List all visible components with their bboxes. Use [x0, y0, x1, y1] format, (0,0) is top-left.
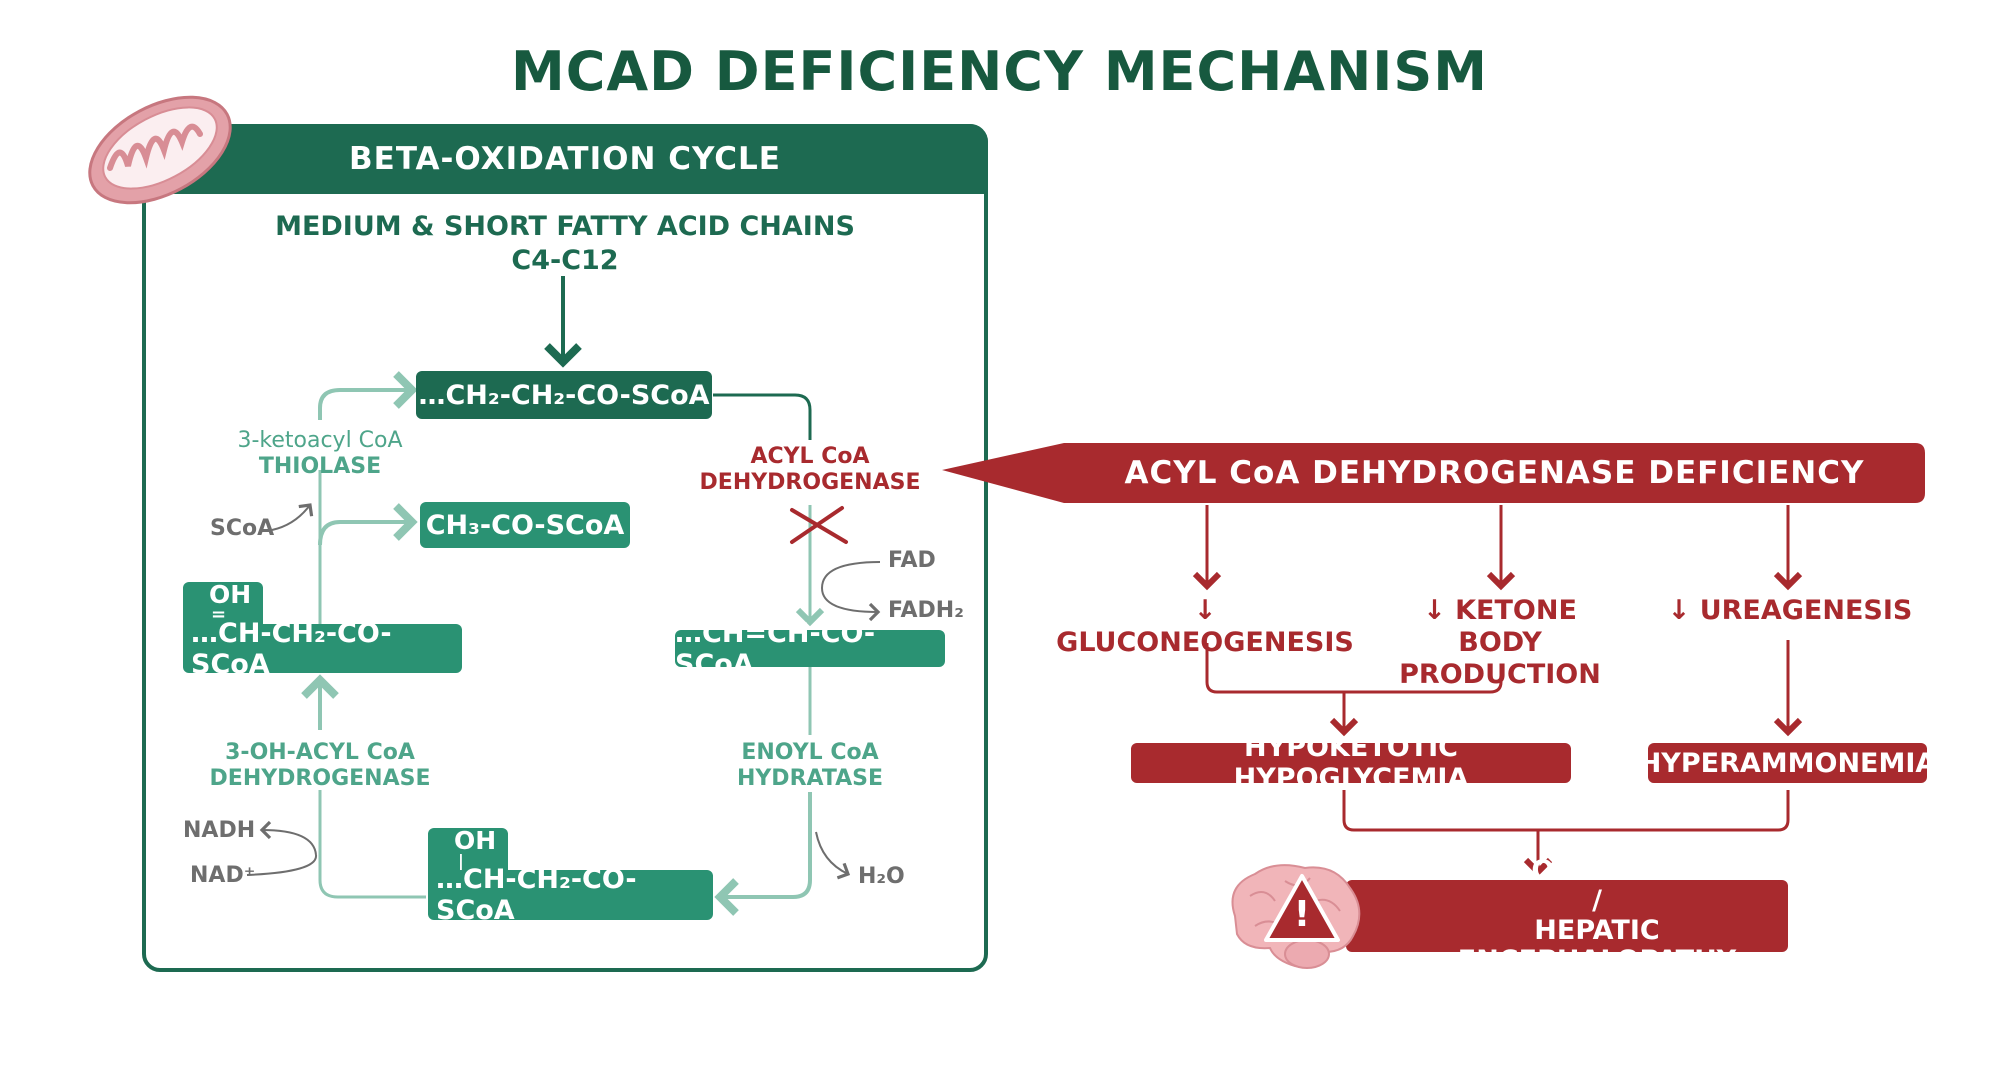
enzyme-line: 3-ketoacyl CoA	[237, 428, 403, 453]
hydroxyacyl-coa-label: …CH-CH₂-CO-SCoA	[436, 864, 637, 926]
effect-ketone-body: ↓ KETONE BODY PRODUCTION	[1380, 595, 1620, 691]
hydroxyacyl-single-bond: |	[458, 851, 464, 870]
deficiency-banner-shape	[942, 443, 1925, 503]
mitochondrion-icon	[88, 95, 232, 205]
down-arrow-icon: ↓	[1193, 595, 1217, 626]
effect-label: KETONE BODY	[1455, 595, 1577, 658]
enoyl-coa-label: …CH=CH-CO-SCoA	[675, 617, 876, 680]
enzyme-line: HYDRATASE	[736, 766, 884, 791]
enzyme-line: DEHYDROGENASE	[209, 766, 431, 791]
hydratase-to-hydroxy-arrow	[714, 792, 812, 916]
warning-glyph: !	[1293, 894, 1311, 935]
final-bracket	[1342, 790, 1790, 832]
acyl-to-dehydrogenase-line	[713, 393, 812, 440]
acetyl-coa-label: CH₃-CO-SCoA	[425, 509, 625, 541]
ketoacyl-double-bond: =	[211, 604, 227, 625]
hypoglycemia-bracket	[1205, 643, 1503, 694]
enzyme-line: DEHYDROGENASE	[699, 470, 921, 495]
acyl-coa-box: …CH₂-CH₂-CO-SCoA	[416, 371, 712, 419]
warning-icon	[1264, 874, 1340, 942]
diagram-title: MCAD DEFICIENCY MECHANISM	[511, 40, 1488, 103]
hydroxyacyl-dehydrogenase-label: 3-OH-ACYL CoA DEHYDROGENASE	[200, 740, 440, 792]
nad-curve	[246, 820, 317, 876]
acetyl-coa-box: CH₃-CO-SCoA	[420, 502, 630, 548]
nadh-label: NADH	[183, 818, 256, 843]
effect-label-line2: PRODUCTION	[1399, 659, 1601, 690]
down-arrow-icon: ↓	[1423, 595, 1446, 626]
fadh2-label: FADH₂	[888, 598, 964, 623]
fad-curve	[820, 561, 881, 622]
effect-gluconeogenesis: ↓ GLUCONEOGENESIS	[1050, 595, 1360, 659]
enzyme-line: ENOYL CoA	[741, 740, 879, 765]
ketoacyl-oh-tab: OH =	[183, 582, 263, 626]
down-arrow-icon: ↓	[1667, 595, 1691, 626]
final-line2: HEPATIC ENCEPHALOPATHY	[1457, 915, 1737, 976]
panel-header: BETA-OXIDATION CYCLE	[142, 124, 988, 194]
fad-label: FAD	[888, 548, 936, 573]
hydroxyacyl-oh: OH	[454, 826, 497, 855]
water-curve	[815, 831, 851, 880]
acyl-coa-label: …CH₂-CH₂-CO-SCoA	[418, 379, 710, 411]
panel-header-label: BETA-OXIDATION CYCLE	[349, 141, 781, 177]
hydroxyacyl-oh-tab: OH |	[428, 828, 508, 872]
water-label: H₂O	[858, 864, 905, 889]
effect-label: GLUCONEOGENESIS	[1056, 627, 1354, 658]
source-line1: MEDIUM & SHORT FATTY ACID CHAINS	[275, 211, 855, 242]
enzyme-line: THIOLASE	[258, 454, 382, 479]
hypoglycemia-box: HYPOKETOTIC HYPOGLYCEMIA	[1131, 732, 1571, 794]
thiolase-label: 3-ketoacyl CoA THIOLASE	[215, 428, 425, 480]
nad-label: NAD⁺	[190, 863, 256, 888]
acyl-coa-dehydrogenase-label: ACYL CoA DEHYDROGENASE	[690, 444, 930, 496]
ketoacyl-oh: OH	[209, 580, 252, 609]
source-line2: C4-C12	[511, 245, 619, 276]
ketoacyl-coa-box: …CH-CH₂-CO-SCoA	[183, 618, 462, 680]
enoyl-hydratase-label: ENOYL CoA HYDRATASE	[700, 740, 920, 792]
scoa-curve	[271, 503, 314, 531]
enzyme-line: 3-OH-ACYL CoA	[225, 740, 415, 765]
enzyme-line: ACYL CoA	[750, 444, 870, 469]
deficiency-banner: ACYL CoA DEHYDROGENASE DEFICIENCY	[1064, 443, 1925, 503]
deficiency-banner-label: ACYL CoA DEHYDROGENASE DEFICIENCY	[1124, 455, 1865, 491]
block-x-mark	[790, 506, 848, 544]
effect-ureagenesis: ↓ UREAGENESIS	[1660, 595, 1920, 627]
final-line1: NEUROLOGICAL DAMAGE /	[1408, 855, 1786, 916]
enoyl-coa-box: …CH=CH-CO-SCoA	[675, 618, 945, 680]
thiolase-to-acyl-arrow	[318, 371, 418, 420]
hypoglycemia-label: HYPOKETOTIC HYPOGLYCEMIA	[1233, 732, 1469, 794]
ketoacyl-coa-label: …CH-CH₂-CO-SCoA	[191, 617, 392, 680]
effect-label: UREAGENESIS	[1699, 595, 1913, 626]
final-outcome-box: NEUROLOGICAL DAMAGE / HEPATIC ENCEPHALOP…	[1346, 856, 1788, 976]
source-label: MEDIUM & SHORT FATTY ACID CHAINS C4-C12	[142, 210, 988, 278]
hydroxyacyl-coa-box: …CH-CH₂-CO-SCoA	[428, 864, 713, 926]
hydroxy-to-dehydrogenase-line	[318, 790, 426, 899]
thiolase-to-acetyl-arrow	[318, 503, 418, 546]
scoa-label: SCoA	[210, 516, 275, 541]
hyperammonemia-label: HYPERAMMONEMIA	[1638, 747, 1937, 779]
hyperammonemia-box: HYPERAMMONEMIA	[1639, 743, 1936, 783]
